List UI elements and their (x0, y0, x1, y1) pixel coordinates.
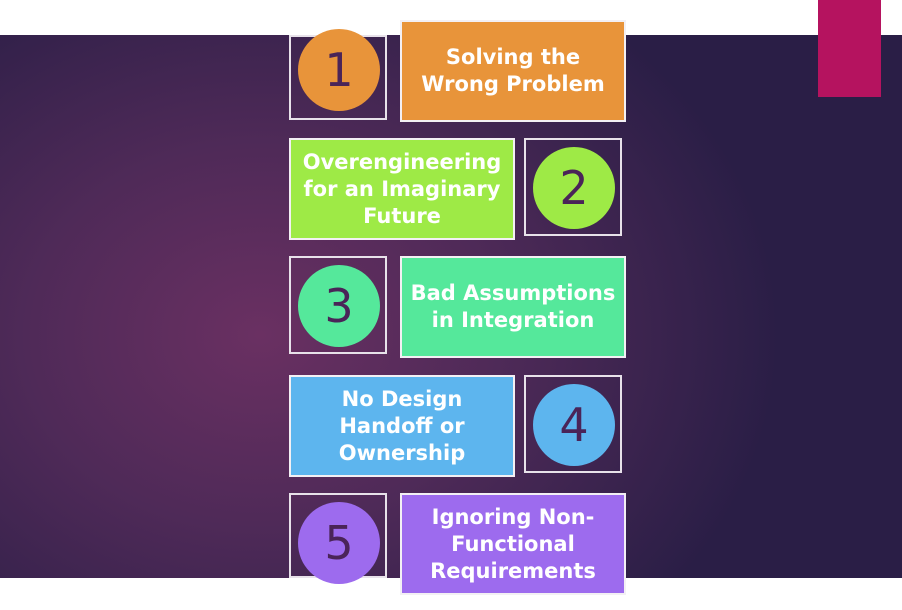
item-label-box: Solving the Wrong Problem (400, 20, 626, 122)
number-circle: 2 (533, 147, 615, 229)
accent-bar (818, 0, 881, 97)
number-circle: 4 (533, 384, 615, 466)
item-label-box: Ignoring Non-Functional Requirements (400, 493, 626, 595)
number-frame (524, 138, 622, 236)
number-frame (524, 375, 622, 473)
number-frame (289, 256, 387, 354)
item-label-box: No Design Handoff or Ownership (289, 375, 515, 477)
item-label-box: Bad Assumptions in Integration (400, 256, 626, 358)
number-circle: 3 (298, 265, 380, 347)
number-circle: 1 (298, 29, 380, 111)
item-label-box: Overengineering for an Imaginary Future (289, 138, 515, 240)
number-circle: 5 (298, 502, 380, 584)
